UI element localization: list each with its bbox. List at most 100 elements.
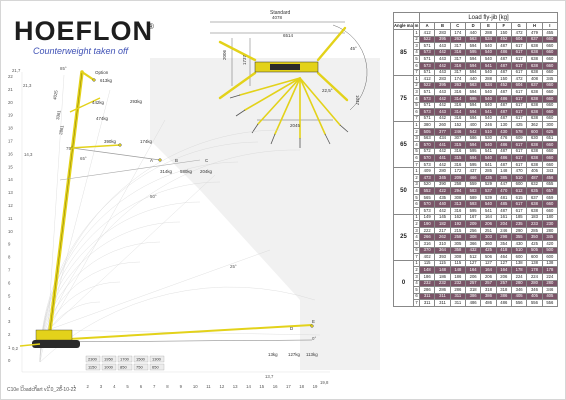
x-tick--1: -1	[47, 384, 51, 389]
angle-5: 0°	[312, 336, 316, 341]
load-cell: 308	[449, 253, 466, 261]
load-cell: 311	[449, 299, 466, 307]
x-tick-1: 1	[73, 384, 76, 389]
load-cell: 115	[418, 259, 436, 268]
load-cell: 657	[541, 187, 559, 195]
x-tick-15: 15	[259, 384, 264, 389]
load-cell: 266	[418, 233, 436, 241]
load-cell: 311	[434, 292, 451, 301]
load-cell: 257	[480, 279, 497, 288]
weight-box	[149, 363, 165, 371]
load-cell: 659	[541, 193, 559, 202]
load-cell: 178	[526, 266, 543, 274]
load-cell: 178	[510, 266, 528, 274]
weight-box-label-5: 1150	[88, 365, 97, 370]
load-cell: 311	[449, 292, 466, 301]
load-cell: 280	[434, 167, 451, 176]
load-cell: 472	[510, 75, 528, 83]
load-cell: 487	[495, 61, 512, 70]
load-cell: 470	[495, 187, 512, 195]
load-cell: 180	[541, 213, 559, 222]
load-cell: 251	[480, 226, 497, 235]
load-cell: 638	[526, 154, 543, 162]
load-label-3: 474kg	[96, 116, 109, 121]
load-cell: 442	[434, 207, 451, 215]
load-cell: 487	[495, 101, 512, 110]
y-tick-20: 20	[8, 100, 13, 105]
load-cell: 233	[526, 220, 543, 228]
load-cell: 540	[480, 55, 497, 63]
load-cell: 617	[510, 88, 528, 96]
load-cell: 487	[495, 114, 512, 123]
load-cell: 539	[480, 193, 497, 202]
y-tick-14: 14	[8, 177, 13, 182]
load-cell: 285	[526, 226, 543, 235]
load-cell: 283	[434, 29, 451, 37]
load-label-2: 293kg	[130, 99, 143, 104]
load-cell: 206	[480, 272, 497, 281]
load-cell: 303	[480, 233, 497, 241]
load-cell: 346	[510, 286, 528, 294]
load-cell: 311	[418, 292, 436, 301]
load-cell: 258	[449, 180, 466, 189]
load-cell: 164	[495, 266, 512, 274]
load-cell: 362	[526, 121, 543, 129]
load-cell: 617	[510, 207, 528, 215]
load-cell: 638	[526, 114, 543, 123]
load-cell: 660	[541, 108, 559, 116]
load-cell: 412	[418, 75, 436, 83]
x-tick-9: 9	[180, 384, 183, 389]
load-cell: 345	[541, 75, 559, 83]
dim-top: 4078	[272, 15, 283, 20]
load-cell: 600	[541, 253, 559, 261]
load-cell: 534	[480, 81, 497, 90]
load-cell: 638	[526, 61, 543, 70]
angle-cell: 25	[393, 213, 414, 261]
load-cell: 280	[541, 226, 559, 235]
y-tick-12: 12	[8, 203, 13, 208]
load-cell: 313	[449, 200, 466, 209]
load-cell: 307	[449, 134, 466, 143]
weight-box-label-0: 2300	[88, 357, 98, 362]
load-cell: 364	[434, 246, 451, 255]
load-cell: 540	[480, 141, 497, 149]
boom-horizontal	[51, 324, 313, 341]
boom-length-0: 4025	[52, 89, 59, 100]
weight-box	[133, 355, 149, 363]
weight-box	[101, 363, 117, 371]
load-cell: 232	[434, 279, 451, 288]
angle-1: 75°	[66, 146, 73, 151]
load-cell: 442	[434, 48, 451, 57]
load-cell: 311	[434, 299, 451, 307]
load-cell: 540	[480, 88, 497, 96]
x-tick-4: 4	[113, 384, 116, 389]
load-cell: 452	[495, 81, 512, 90]
load-cell: 660	[541, 141, 559, 149]
load-cell: 594	[464, 55, 482, 63]
load-cell: 145	[434, 213, 451, 222]
load-cell: 638	[526, 141, 543, 149]
load-cell: 466	[464, 174, 482, 182]
weight-box-label-1: 1950	[104, 357, 114, 362]
load-cell: 442	[434, 114, 451, 123]
load-mid-1: 580kg	[180, 169, 193, 174]
segment-B: B	[175, 158, 178, 163]
weight-box	[117, 363, 133, 371]
dim-left2: 1737	[242, 54, 247, 65]
load-cell: 161	[495, 213, 512, 222]
load-cell: 314	[449, 94, 466, 103]
angle-b: 22,5°	[322, 88, 333, 93]
